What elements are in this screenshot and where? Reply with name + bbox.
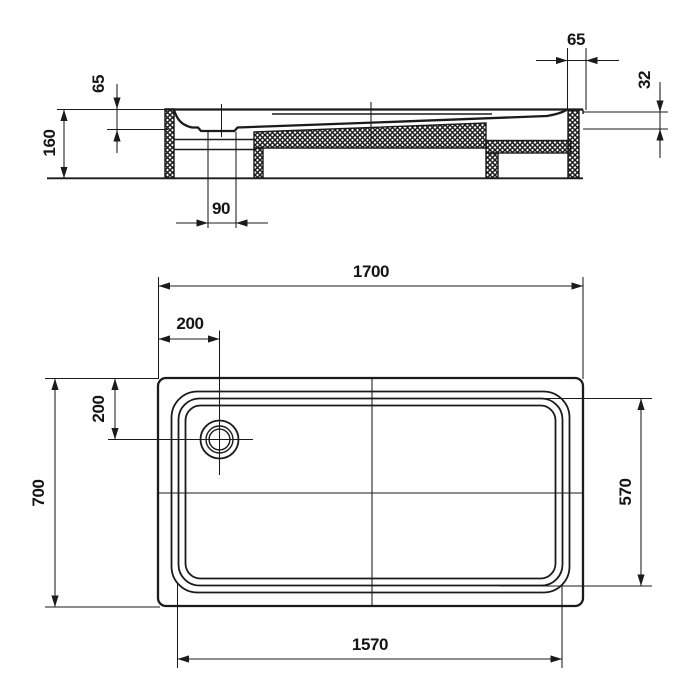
section-hatch-areas <box>164 108 580 179</box>
plan-dimensions: 1700 200 700 200 570 1570 <box>29 262 652 668</box>
dim-label-700: 700 <box>29 479 48 506</box>
dim-label-160: 160 <box>40 129 59 156</box>
dim-label-32: 32 <box>635 71 654 89</box>
dim-label-1570: 1570 <box>352 635 388 654</box>
support-band-hatch <box>485 139 572 154</box>
dim-label-1700: 1700 <box>353 262 389 281</box>
dim-label-570: 570 <box>616 478 635 505</box>
dim-label-200y: 200 <box>89 395 108 422</box>
section-dimensions: 160 65 90 65 <box>40 30 668 228</box>
section-outline <box>47 102 584 180</box>
support-leg-left-hatch <box>253 147 264 179</box>
tray-inner-rect-1 <box>170 390 571 594</box>
tray-outer-rect <box>156 376 585 608</box>
left-wall-hatch <box>164 108 175 179</box>
tray-inner-rect-2 <box>177 397 564 587</box>
dim-label-200x: 200 <box>176 314 203 333</box>
support-leg-right-hatch <box>485 152 499 179</box>
dim-label-90: 90 <box>212 199 230 218</box>
dim-label-65-right: 65 <box>567 30 585 49</box>
section-view: 160 65 90 65 <box>40 30 668 228</box>
tray-inner-rect-3 <box>184 404 557 580</box>
dim-label-65-left: 65 <box>89 75 108 93</box>
tray-shell-profile <box>172 108 568 133</box>
plan-outline <box>108 330 585 608</box>
plan-view: 1700 200 700 200 570 1570 <box>29 262 652 668</box>
